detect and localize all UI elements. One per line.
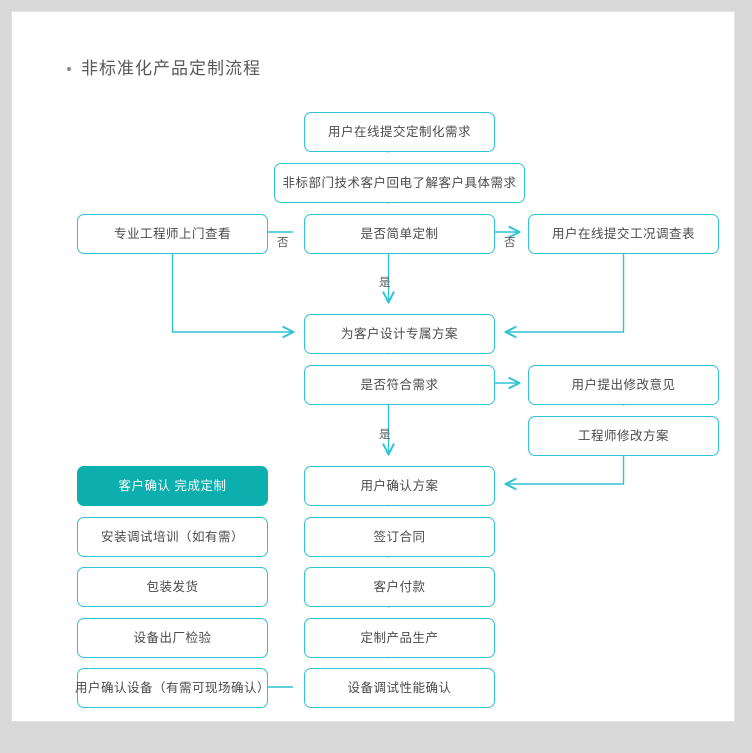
- page-title-text: 非标准化产品定制流程: [81, 59, 261, 78]
- page-title: 非标准化产品定制流程: [67, 60, 261, 77]
- flow-node-label: 设备调试性能确认: [347, 680, 452, 695]
- edge-label-yes-upper: 是: [379, 277, 391, 289]
- flow-node-label: 签订合同: [373, 529, 426, 544]
- edge-label-no-left: 否: [277, 237, 289, 249]
- flow-node-label: 是否简单定制: [360, 226, 439, 241]
- flow-node-label: 非标部门技术客户回电了解客户具体需求: [282, 175, 517, 190]
- flow-node-custom-product-production[interactable]: 定制产品生产: [304, 618, 495, 658]
- flow-node-label: 安装调试培训（如有需）: [100, 529, 244, 544]
- flow-node-user-confirm-plan[interactable]: 用户确认方案: [304, 466, 495, 506]
- flow-node-label: 为客户设计专属方案: [340, 326, 458, 341]
- flow-node-label: 专业工程师上门查看: [113, 226, 231, 241]
- flow-node-label: 工程师修改方案: [577, 428, 669, 443]
- flow-node-install-debug-training[interactable]: 安装调试培训（如有需）: [77, 517, 268, 557]
- edge-label-yes-lower: 是: [379, 429, 391, 441]
- flow-node-equipment-debug-confirm[interactable]: 设备调试性能确认: [304, 668, 495, 708]
- flow-node-user-submit-request[interactable]: 用户在线提交定制化需求: [304, 112, 495, 152]
- flow-node-label: 用户确认设备（有需可现场确认）: [75, 680, 271, 695]
- flow-node-customer-payment[interactable]: 客户付款: [304, 567, 495, 607]
- flow-node-label: 是否符合需求: [360, 377, 439, 392]
- flow-node-user-revision-comments[interactable]: 用户提出修改意见: [528, 365, 719, 405]
- flow-node-sign-contract[interactable]: 签订合同: [304, 517, 495, 557]
- flow-node-label: 用户提出修改意见: [571, 377, 676, 392]
- flow-node-label: 客户付款: [373, 579, 426, 594]
- bullet-dot-icon: [67, 66, 71, 71]
- flow-node-label: 客户确认 完成定制: [118, 478, 227, 493]
- flow-node-engineer-revise-plan[interactable]: 工程师修改方案: [528, 416, 719, 456]
- flow-node-engineer-onsite-check[interactable]: 专业工程师上门查看: [77, 214, 268, 254]
- flow-node-design-exclusive-plan[interactable]: 为客户设计专属方案: [304, 314, 495, 354]
- flow-node-meets-requirements[interactable]: 是否符合需求: [304, 365, 495, 405]
- flow-node-factory-inspection[interactable]: 设备出厂检验: [77, 618, 268, 658]
- flow-node-label: 设备出厂检验: [133, 630, 212, 645]
- flow-node-is-simple-custom[interactable]: 是否简单定制: [304, 214, 495, 254]
- flow-node-label: 用户确认方案: [360, 478, 439, 493]
- edge-label-no-right: 否: [504, 237, 516, 249]
- flow-node-label: 用户在线提交工况调查表: [551, 226, 695, 241]
- flow-node-label: 用户在线提交定制化需求: [327, 124, 471, 139]
- flow-node-department-callback[interactable]: 非标部门技术客户回电了解客户具体需求: [274, 163, 525, 203]
- flow-node-user-submit-survey[interactable]: 用户在线提交工况调查表: [528, 214, 719, 254]
- flow-node-label: 包装发货: [146, 579, 199, 594]
- flow-node-user-confirm-equipment[interactable]: 用户确认设备（有需可现场确认）: [75, 668, 271, 708]
- flow-node-customer-confirm-complete[interactable]: 客户确认 完成定制: [77, 466, 268, 506]
- flow-node-label: 定制产品生产: [360, 630, 439, 645]
- flow-node-package-ship[interactable]: 包装发货: [77, 567, 268, 607]
- content-card: 非标准化产品定制流程: [11, 11, 735, 722]
